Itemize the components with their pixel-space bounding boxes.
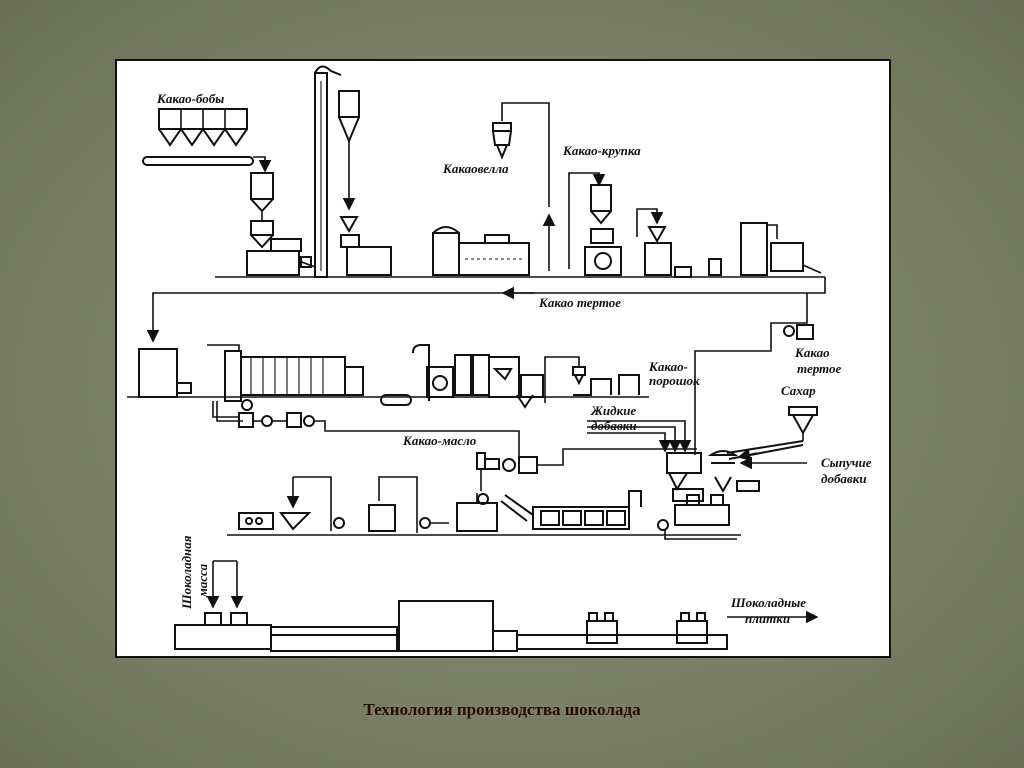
butter-dosing <box>476 448 697 491</box>
label-cocoa-liquor: Какао тертое <box>538 295 621 310</box>
conche-line <box>456 490 669 532</box>
mixer-refiner <box>740 222 822 276</box>
diagram-frame: Какао-бобы Какаовелла Какао-крупка Какао… <box>115 59 891 658</box>
label-dry-additives-2: добавки <box>821 471 867 486</box>
powder-mill <box>454 354 586 409</box>
kakaovella-cyclone <box>492 102 556 271</box>
label-choc-bars-1: Шоколадные <box>730 595 806 610</box>
label-liquid-additives-2: добавки <box>591 418 637 433</box>
label-liquid-additives-1: Жидкие <box>590 403 636 418</box>
label-cocoa-powder-2: порошок <box>649 373 700 388</box>
liquor-tank <box>138 348 192 398</box>
bean-silos <box>158 108 248 147</box>
powder-packer <box>573 374 640 396</box>
mixer-group <box>664 450 760 540</box>
label-cocoa-liquor-2a: Какао <box>794 345 830 360</box>
label-cocoa-liquor-2b: тертое <box>797 361 841 376</box>
refiner-conche <box>238 476 449 533</box>
liquor-feed-right <box>694 293 814 455</box>
label-choc-mass-1: Шоколадная <box>179 535 194 610</box>
roaster <box>246 172 312 276</box>
cake-breaker <box>380 344 454 406</box>
liquid-additives-lines <box>587 420 692 453</box>
label-sugar: Сахар <box>781 383 816 398</box>
storage-hopper <box>338 90 392 276</box>
label-cocoa-beans: Какао-бобы <box>156 91 224 106</box>
hydraulic-press <box>207 344 364 418</box>
sugar-hopper <box>726 406 818 461</box>
label-cocoa-nibs: Какао-крупка <box>562 143 641 158</box>
label-choc-bars-2: плитки <box>745 611 790 626</box>
label-choc-mass-2: масса <box>195 563 210 598</box>
label-cocoa-powder-1: Какао- <box>648 359 688 374</box>
label-dry-additives-1: Сыпучие <box>821 455 872 470</box>
slide-caption: Технология производства шоколада <box>363 700 641 719</box>
chocolate-production-diagram: Какао-бобы Какаовелла Какао-крупка Какао… <box>127 65 872 652</box>
butter-line <box>216 399 520 457</box>
label-kakaovella: Какаовелла <box>442 161 509 176</box>
molding-line <box>174 560 819 652</box>
nib-mill-2 <box>636 208 722 278</box>
belt-conveyor <box>142 156 272 173</box>
nib-mill-1 <box>568 172 622 276</box>
bucket-elevator <box>298 65 342 278</box>
label-cocoa-butter: Какао-масло <box>402 433 477 448</box>
winnower <box>432 226 530 276</box>
